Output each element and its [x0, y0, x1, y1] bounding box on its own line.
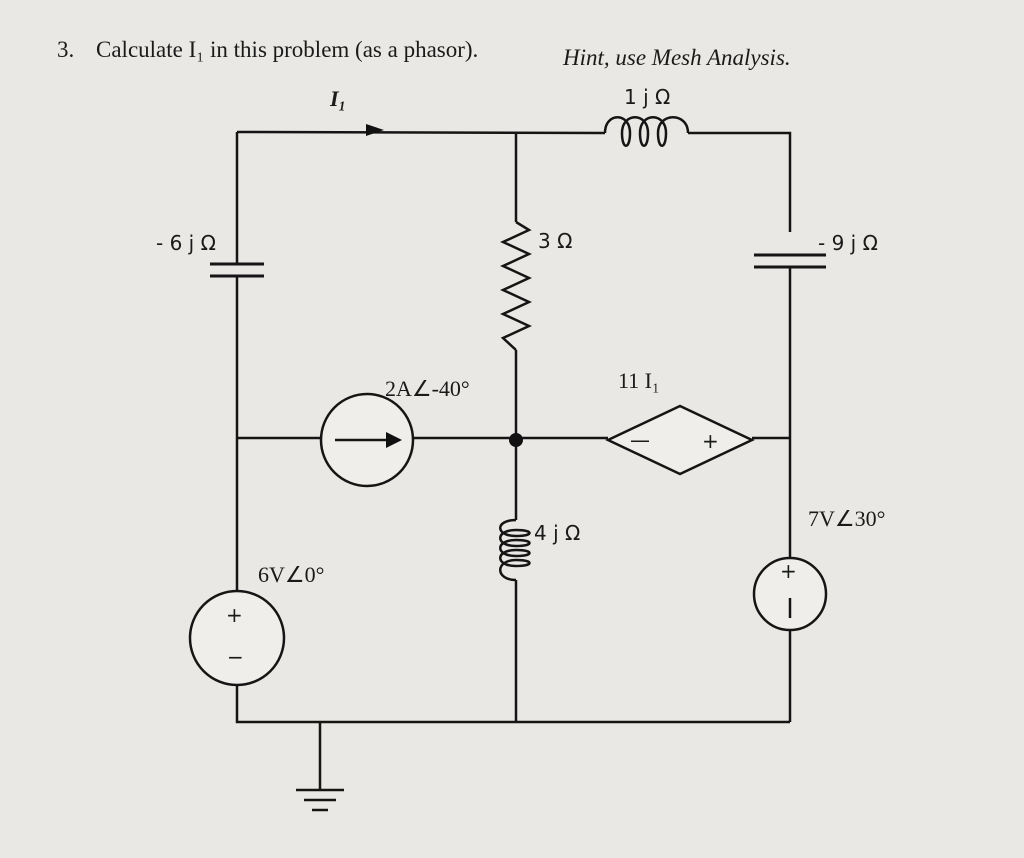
voltage-source-left-icon: + − [188, 589, 286, 687]
label-capacitor-left: - 6 j Ω [156, 231, 216, 255]
label-I1: I₁ [329, 86, 346, 111]
label-inductor-top: 1 j Ω [624, 85, 670, 109]
capacitor-left-icon [210, 262, 264, 278]
node-dot [509, 433, 523, 447]
svg-text:—: — [630, 428, 650, 452]
capacitor-right-icon [754, 253, 826, 269]
resistor-mid-icon [500, 220, 532, 351]
problem-text: Calculate I₁ in this problem (as a phaso… [96, 37, 478, 62]
label-capacitor-right: - 9 j Ω [818, 231, 878, 255]
current-arrow-icon [366, 124, 384, 136]
label-resistor-mid: 3 Ω [538, 229, 572, 253]
wire-top-left [236, 130, 606, 135]
label-voltage-source-left: 6V∠0° [258, 562, 324, 587]
label-dependent-source: 11 I₁ [618, 368, 660, 393]
svg-text:+: + [702, 429, 719, 453]
voltage-source-right-icon: + [752, 556, 828, 632]
problem-number: 3. [57, 37, 74, 62]
svg-text:+: + [780, 559, 797, 583]
svg-text:+: + [226, 603, 243, 627]
wire-top-right [688, 131, 792, 232]
label-voltage-source-right: 7V∠30° [808, 506, 885, 531]
inductor-bottom-icon [499, 518, 531, 582]
inductor-top-icon [603, 116, 690, 147]
dependent-source-icon: — + [605, 404, 755, 476]
current-source-icon [319, 392, 415, 488]
ground-icon [296, 788, 344, 812]
wires [235, 130, 792, 790]
label-inductor-bottom: 4 j Ω [534, 521, 580, 545]
problem-hint: Hint, use Mesh Analysis. [562, 45, 791, 70]
wire-bottom [235, 686, 790, 724]
svg-text:−: − [227, 645, 244, 669]
label-current-source: 2A∠-40° [385, 376, 470, 401]
